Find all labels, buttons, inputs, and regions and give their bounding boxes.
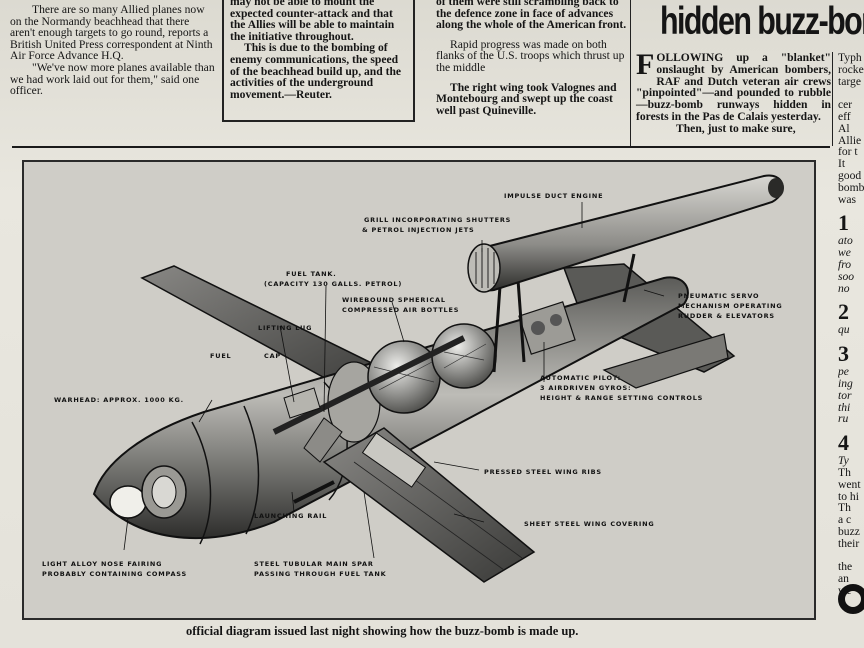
label-autopilot-3: HEIGHT & RANGE SETTING CONTROLS: [540, 394, 703, 402]
label-air-bottles-2: COMPRESSED AIR BOTTLES: [342, 306, 459, 314]
label-servo-3: RUDDER & ELEVATORS: [678, 312, 775, 320]
list-number: 2: [838, 299, 849, 325]
column-american-front: of them were still scrambling back to th…: [436, 0, 632, 116]
label-warhead: WARHEAD: APPROX. 1000 KG.: [54, 396, 184, 404]
line-fragment: It: [838, 157, 846, 171]
line-fragment: ru: [838, 412, 849, 426]
buzz-bomb-cutaway-diagram: IMPULSE DUCT ENGINE GRILL INCORPORATING …: [22, 160, 816, 620]
list-number: 1: [838, 210, 849, 236]
line-fragment: to hi: [838, 489, 859, 503]
label-servo: PNEUMATIC SERVO: [678, 292, 759, 300]
label-main-spar-2: PASSING THROUGH FUEL TANK: [254, 570, 387, 578]
label-fuel-tank-2: (CAPACITY 130 GALLS. PETROL): [264, 280, 402, 288]
line-fragment: ing: [838, 376, 853, 390]
line-fragment: ato: [838, 234, 853, 248]
line-fragment: thi: [838, 400, 851, 414]
label-grill-2: & PETROL INJECTION JETS: [362, 226, 474, 234]
line-fragment: cer: [838, 98, 853, 112]
line-fragment: eff: [838, 109, 851, 123]
column-beachhead-planes: There are so many Allied planes now on t…: [10, 4, 215, 97]
drop-cap: F: [636, 48, 655, 81]
label-fuel-cap: FUEL: [210, 352, 232, 360]
target-roundel-icon: [838, 584, 864, 614]
label-nose: LIGHT ALLOY NOSE FAIRING: [42, 560, 162, 568]
line-fragment: good: [838, 168, 862, 182]
label-air-bottles: WIREBOUND SPHERICAL: [342, 296, 446, 304]
label-launching-rail: LAUNCHING RAIL: [254, 512, 327, 520]
label-wing-ribs: PRESSED STEEL WING RIBS: [484, 468, 602, 476]
article-paragraph: Rapid progress was made on both flanks o…: [436, 37, 625, 74]
engine-grill: [467, 243, 501, 293]
label-engine: IMPULSE DUCT ENGINE: [504, 192, 603, 200]
near-wing: [322, 427, 536, 583]
line-fragment: qu: [838, 323, 850, 337]
line-fragment: Allie: [838, 133, 862, 147]
line-fragment: we: [838, 246, 851, 260]
line-fragment: tor: [838, 388, 852, 402]
horizontal-rule: [12, 146, 830, 148]
article-paragraph: There are so many Allied planes now on t…: [10, 3, 213, 63]
list-number: 4: [838, 430, 849, 456]
label-wing-covering: SHEET STEEL WING COVERING: [524, 520, 655, 528]
label-servo-2: MECHANISM OPERATING: [678, 302, 783, 310]
label-nose-2: PROBABLY CONTAINING COMPASS: [42, 570, 187, 578]
boxed-column-reuter: may not be able to mount the expected co…: [222, 0, 415, 122]
list-number: 3: [838, 341, 849, 367]
column-divider: [630, 0, 631, 146]
article-paragraph: "We've now more planes available than we…: [10, 60, 215, 98]
line-fragment: for t: [838, 145, 858, 159]
line-fragment: targe: [838, 74, 861, 88]
line-fragment: Th: [838, 465, 851, 479]
line-fragment: bomb: [838, 180, 864, 194]
line-fragment: no: [838, 281, 850, 295]
label-grill: GRILL INCORPORATING SHUTTERS: [364, 216, 511, 224]
diagram-illustration: IMPULSE DUCT ENGINE GRILL INCORPORATING …: [42, 174, 784, 583]
label-autopilot: AUTOMATIC PILOT:: [540, 374, 621, 382]
line-fragment: Ty: [838, 454, 849, 468]
label-lifting-lug: LIFTING LUG: [258, 324, 312, 332]
line-fragment: fro: [838, 257, 852, 271]
headline: hidden buzz-bomb: [660, 0, 864, 43]
automatic-pilot: [518, 301, 576, 355]
figure-caption: official diagram issued last night showi…: [186, 624, 579, 638]
article-paragraph: of them were still scrambling back to th…: [436, 0, 627, 32]
article-paragraph: The right wing took Valognes and Montebo…: [436, 80, 617, 117]
label-fuel-cap-2: CAP: [264, 352, 281, 360]
column-divider: [832, 52, 833, 146]
line-fragment: an: [838, 572, 849, 586]
line-fragment: a c: [838, 513, 852, 527]
line-fragment: the: [838, 560, 853, 574]
line-fragment: pe: [838, 365, 849, 379]
line-fragment: soo: [838, 269, 855, 283]
nose-fairing: [109, 485, 147, 519]
line-fragment: Al: [838, 121, 850, 135]
label-main-spar: STEEL TUBULAR MAIN SPAR: [254, 560, 374, 568]
article-paragraph: This is due to the bombing of enemy comm…: [230, 41, 402, 101]
line-fragment: buzz: [838, 524, 860, 538]
article-paragraph: may not be able to mount the expected co…: [230, 0, 395, 43]
line-fragment: Typh: [838, 52, 862, 64]
article-text: OLLOWING up a "blanket" onslaught by Ame…: [636, 51, 831, 123]
line-fragment: their: [838, 536, 860, 550]
label-fuel-tank: FUEL TANK.: [286, 270, 336, 278]
line-fragment: was: [838, 192, 857, 206]
label-autopilot-2: 3 AIRDRIVEN GYROS:: [540, 384, 631, 392]
line-fragment: Th: [838, 501, 851, 515]
line-fragment: rocke: [838, 62, 864, 76]
line-fragment: went: [838, 477, 861, 491]
article-text: Then, just to make sure,: [676, 121, 796, 135]
